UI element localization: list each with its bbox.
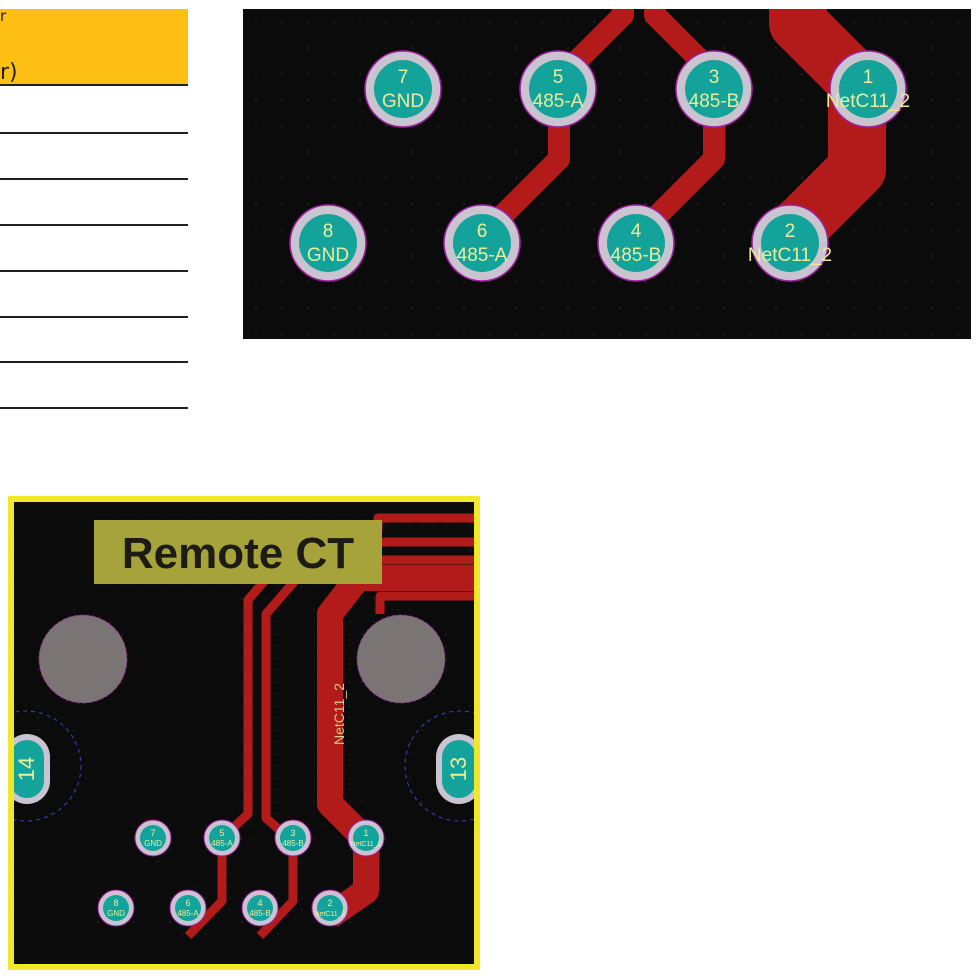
pad-number: 3 (290, 828, 295, 838)
pad: 2 NetC11_2 (748, 204, 832, 282)
table-row-divider (0, 178, 188, 180)
table-row-divider (0, 361, 188, 363)
pad-number: 6 (185, 898, 190, 908)
pad-number: 1 (863, 67, 874, 88)
shield-pad: 13 (436, 734, 480, 804)
table-row-divider (0, 224, 188, 226)
pad-number: 7 (150, 828, 155, 838)
pad: 4 485-B (597, 204, 675, 282)
pad: 8 GND (97, 889, 135, 927)
table-row-divider (0, 270, 188, 272)
pad-net-label: 485-A (177, 909, 199, 918)
pcb-zoom-canvas: 7 GND 5 485-A 3 485-B 1 NetC11_2 8 GND (243, 9, 971, 339)
keepout-arc (404, 710, 480, 822)
pad: 6 485-A (169, 889, 207, 927)
pad-number: 14 (14, 757, 39, 781)
pad-number: 5 (219, 828, 224, 838)
pad-net-label: NetC11_2 (314, 911, 345, 918)
pad-number: 4 (631, 221, 642, 242)
pad-number: 6 (477, 221, 488, 242)
pad-net-label: 485-B (611, 245, 662, 266)
pad: 4 485-B (241, 889, 279, 927)
table-header: r r) (0, 7, 188, 86)
pad: 5 485-A (203, 819, 241, 857)
pad-net-label: NetC11_2 (826, 91, 910, 112)
mounting-hole (38, 614, 128, 704)
pad-number: 3 (709, 67, 720, 88)
pad: 7 GND (364, 50, 442, 128)
pad-number: 8 (323, 221, 334, 242)
pad: 3 485-B (274, 819, 312, 857)
table-header-line2: r) (0, 60, 18, 85)
pad-number: 8 (113, 898, 118, 908)
table-row-divider (0, 407, 188, 409)
silkscreen-label: Remote CT (122, 529, 354, 578)
pad-number: 2 (785, 221, 796, 242)
table-row-divider (0, 316, 188, 318)
pad: 1 NetC11_2 (347, 819, 385, 857)
trace-net-label: NetC11_2 (331, 683, 347, 745)
pad-net-label: GND (107, 909, 125, 918)
trace-extra (375, 591, 480, 614)
pad-number: 13 (446, 757, 471, 781)
pad-number: 5 (553, 67, 564, 88)
pad: 7 GND (134, 819, 172, 857)
pad-net-label: NetC11_2 (748, 245, 832, 266)
pad-number: 2 (327, 898, 332, 908)
pad-net-label: 485-A (457, 245, 508, 266)
shield-pad: 14 (8, 734, 50, 804)
pad-net-label: 485-A (533, 91, 584, 112)
pad-net-label: GND (144, 839, 162, 848)
pad-number: 7 (398, 67, 409, 88)
table-header-line1: r (0, 7, 7, 25)
pcb-board-canvas: Remote CT NetC11_2 14 13 7 GND 5 485-A (8, 496, 480, 970)
pad: 6 485-A (443, 204, 521, 282)
silkscreen-label-box (94, 520, 382, 584)
pad-number: 4 (257, 898, 262, 908)
pad-net-label: 485-B (249, 909, 270, 918)
pad: 1 NetC11_2 (826, 50, 910, 128)
board-outline (8, 496, 480, 970)
pad-net-label: NetC11_2 (350, 841, 381, 848)
pad-number: 1 (363, 828, 368, 838)
table-row-divider (0, 132, 188, 134)
pad-net-label: 485-B (689, 91, 740, 112)
keepout-arc (8, 710, 82, 822)
pcb-zoom-view: 7 GND 5 485-A 3 485-B 1 NetC11_2 8 GND (243, 9, 971, 339)
pad-net-label: GND (307, 245, 349, 266)
mounting-hole (356, 614, 446, 704)
pad: 3 485-B (675, 50, 753, 128)
pad: 2 NetC11_2 (311, 889, 349, 927)
pcb-board-view: Remote CT NetC11_2 14 13 7 GND 5 485-A (8, 496, 480, 970)
pad: 5 485-A (519, 50, 597, 128)
pad-net-label: 485-B (282, 839, 303, 848)
pad-net-label: 485-A (211, 839, 233, 848)
pad: 8 GND (289, 204, 367, 282)
pad-net-label: GND (382, 91, 424, 112)
